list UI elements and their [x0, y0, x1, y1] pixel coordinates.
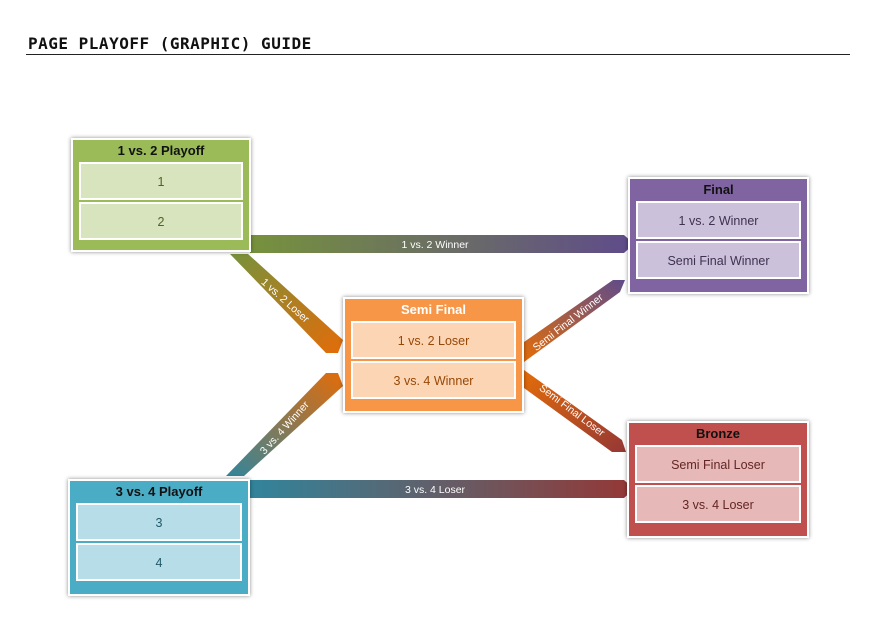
- edge-lsf: Semi Final Loser: [524, 370, 626, 452]
- node-row: 3 vs. 4 Winner: [351, 361, 516, 399]
- node-title: 3 vs. 4 Playoff: [115, 484, 203, 499]
- node-title: Bronze: [695, 426, 741, 441]
- page-title: PAGE PLAYOFF (GRAPHIC) GUIDE: [28, 34, 312, 53]
- node-playoff-1v2: 1 vs. 2 Playoff 1 2: [71, 138, 251, 252]
- node-row: 3: [76, 503, 242, 541]
- edge-wsf: Semi Final Winner: [524, 280, 625, 362]
- edge-label-wsf: Semi Final Winner: [531, 291, 606, 354]
- arrow-l34: [250, 480, 634, 498]
- edge-label-l34: 3 vs. 4 Loser: [405, 484, 466, 496]
- edge-label-l12: 1 vs. 2 Loser: [259, 276, 312, 325]
- title-underline: [26, 54, 850, 55]
- node-row: 2: [79, 202, 243, 240]
- node-playoff-3v4: 3 vs. 4 Playoff 3 4: [68, 479, 250, 596]
- node-row: 1: [79, 162, 243, 200]
- arrow-w34: [226, 373, 343, 476]
- node-row: Semi Final Loser: [635, 445, 801, 483]
- edge-label-w12: 1 vs. 2 Winner: [401, 239, 469, 251]
- arrow-w12: [250, 235, 634, 253]
- arrow-lsf: [524, 370, 626, 452]
- edge-label-w34: 3 vs. 4 Winner: [258, 399, 312, 457]
- edge-l34: 3 vs. 4 Loser: [250, 480, 634, 498]
- node-bronze: Bronze Semi Final Loser 3 vs. 4 Loser: [627, 421, 809, 538]
- edge-w34: 3 vs. 4 Winner: [226, 373, 343, 476]
- node-row: 1 vs. 2 Loser: [351, 321, 516, 359]
- node-row: 3 vs. 4 Loser: [635, 485, 801, 523]
- node-title: Semi Final: [400, 302, 467, 317]
- edge-label-lsf: Semi Final Loser: [537, 382, 608, 439]
- node-final: Final 1 vs. 2 Winner Semi Final Winner: [628, 177, 809, 294]
- node-semi-final: Semi Final 1 vs. 2 Loser 3 vs. 4 Winner: [343, 297, 524, 413]
- node-row: 1 vs. 2 Winner: [636, 201, 801, 239]
- edge-l12: 1 vs. 2 Loser: [230, 254, 343, 353]
- arrow-l12: [230, 254, 343, 353]
- node-title: Final: [703, 182, 734, 197]
- node-title: 1 vs. 2 Playoff: [117, 143, 205, 158]
- node-row: 4: [76, 543, 242, 581]
- arrow-wsf: [524, 280, 625, 362]
- node-row: Semi Final Winner: [636, 241, 801, 279]
- edge-w12: 1 vs. 2 Winner: [250, 235, 634, 253]
